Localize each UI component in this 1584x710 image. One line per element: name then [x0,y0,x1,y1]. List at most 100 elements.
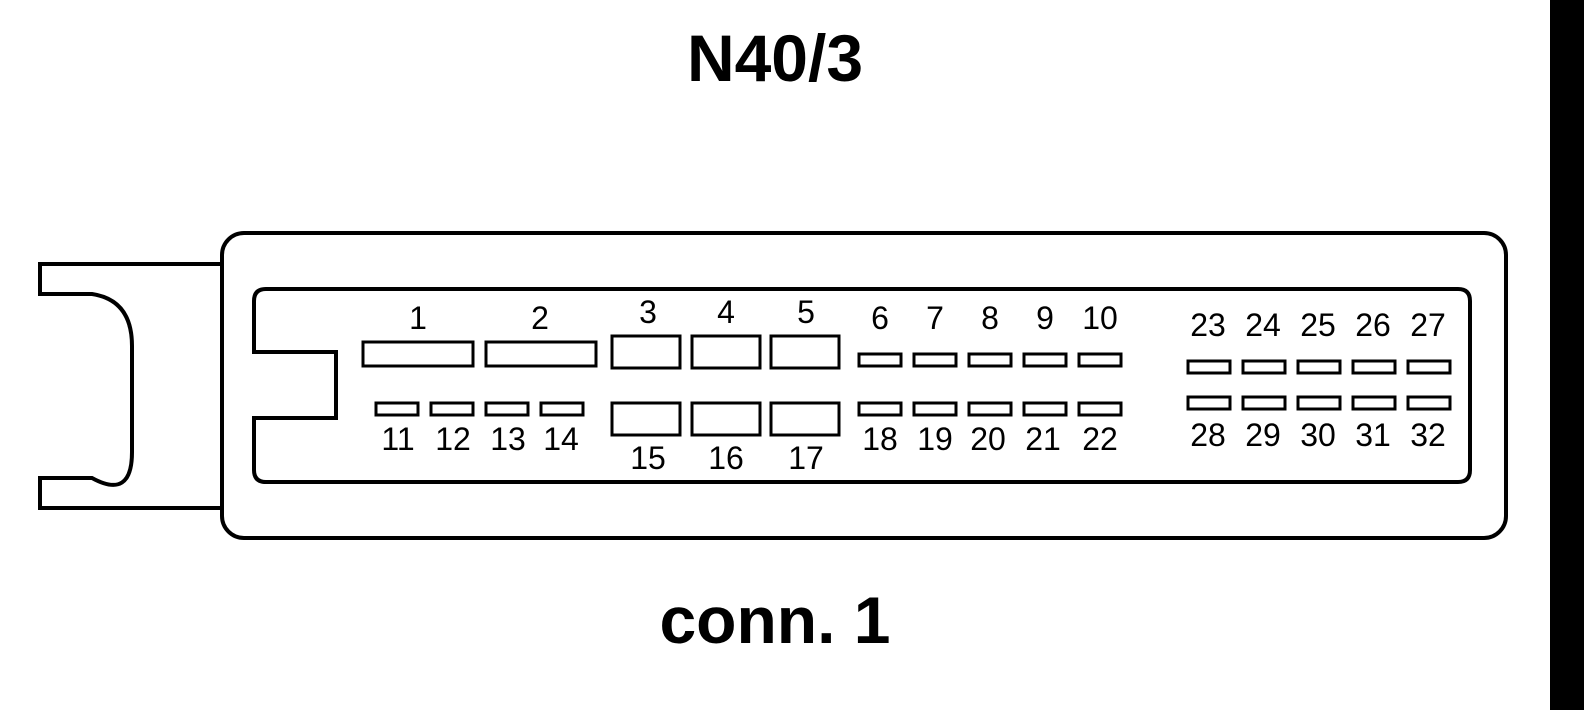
pin-socket-31 [1351,395,1397,411]
pin-label-20: 20 [970,421,1006,457]
pin-label-3: 3 [639,294,657,330]
pin-socket-29 [1241,395,1287,411]
pin-1: 1 [361,300,475,368]
pin-7: 7 [912,300,958,368]
pin-label-23: 23 [1190,307,1226,343]
pin-8: 8 [967,300,1013,368]
pin-label-14: 14 [543,421,579,457]
pin-label-9: 9 [1036,300,1054,336]
pin-socket-21 [1022,401,1068,417]
pin-socket-24 [1241,359,1287,375]
pin-label-24: 24 [1245,307,1281,343]
pin-socket-9 [1022,352,1068,368]
pin-socket-12 [429,401,475,417]
pin-socket-32 [1406,395,1452,411]
pin-11: 11 [374,401,420,457]
pin-27: 27 [1406,307,1452,375]
pin-label-4: 4 [717,294,735,330]
pin-label-11: 11 [381,421,414,457]
pin-23: 23 [1186,307,1232,375]
pin-socket-17 [769,401,841,437]
pin-socket-6 [857,352,903,368]
pin-17: 17 [769,401,841,476]
pin-26: 26 [1351,307,1397,375]
pin-socket-30 [1296,395,1342,411]
pin-25: 25 [1296,307,1342,375]
pin-label-28: 28 [1190,417,1226,453]
pin-14: 14 [539,401,585,457]
pin-socket-7 [912,352,958,368]
pin-10: 10 [1077,300,1123,368]
pin-22: 22 [1077,401,1123,457]
pin-19: 19 [912,401,958,457]
pin-label-7: 7 [926,300,944,336]
pin-12: 12 [429,401,475,457]
pin-socket-19 [912,401,958,417]
pin-4: 4 [690,294,762,370]
pin-6: 6 [857,300,903,368]
pin-label-1: 1 [409,300,427,336]
pin-30: 30 [1296,395,1342,453]
connector-title: N40/3 [686,21,864,95]
pin-5: 5 [769,294,841,370]
pin-label-2: 2 [531,300,549,336]
pin-label-10: 10 [1082,300,1118,336]
pin-20: 20 [967,401,1013,457]
connector-outer-shell [220,231,1508,540]
pin-label-22: 22 [1082,421,1118,457]
pin-socket-14 [539,401,585,417]
pin-21: 21 [1022,401,1068,457]
pin-2: 2 [484,300,598,368]
pin-label-6: 6 [871,300,889,336]
pin-label-17: 17 [788,440,824,476]
pin-label-19: 19 [917,421,953,457]
pin-label-30: 30 [1300,417,1336,453]
pin-24: 24 [1241,307,1287,375]
connector-subtitle: conn. 1 [659,583,891,657]
pin-label-18: 18 [862,421,898,457]
connector-inner-cavity [252,287,1472,484]
pin-18: 18 [857,401,903,457]
pin-label-21: 21 [1025,421,1061,457]
pin-socket-8 [967,352,1013,368]
pin-socket-1 [361,340,475,368]
pin-socket-26 [1351,359,1397,375]
pin-label-16: 16 [708,440,744,476]
pin-label-26: 26 [1355,307,1391,343]
pin-socket-10 [1077,352,1123,368]
pin-socket-20 [967,401,1013,417]
right-edge-bar [1550,0,1584,710]
pin-28: 28 [1186,395,1232,453]
pin-13: 13 [484,401,530,457]
pin-socket-5 [769,334,841,370]
pin-32: 32 [1406,395,1452,453]
pin-label-27: 27 [1410,307,1446,343]
pin-label-13: 13 [490,421,526,457]
pin-socket-16 [690,401,762,437]
pin-socket-4 [690,334,762,370]
pin-15: 15 [610,401,682,476]
pin-socket-27 [1406,359,1452,375]
pin-label-25: 25 [1300,307,1336,343]
pin-socket-28 [1186,395,1232,411]
pin-31: 31 [1351,395,1397,453]
pin-socket-18 [857,401,903,417]
pin-socket-2 [484,340,598,368]
pin-socket-23 [1186,359,1232,375]
pin-label-12: 12 [435,421,471,457]
pin-29: 29 [1241,395,1287,453]
pin-label-8: 8 [981,300,999,336]
pin-socket-15 [610,401,682,437]
pin-label-29: 29 [1245,417,1281,453]
pin-label-32: 32 [1410,417,1446,453]
pin-socket-25 [1296,359,1342,375]
pin-socket-11 [374,401,420,417]
pin-label-5: 5 [797,294,815,330]
pin-socket-13 [484,401,530,417]
pin-socket-3 [610,334,682,370]
connector-latch [38,262,224,510]
pin-socket-22 [1077,401,1123,417]
